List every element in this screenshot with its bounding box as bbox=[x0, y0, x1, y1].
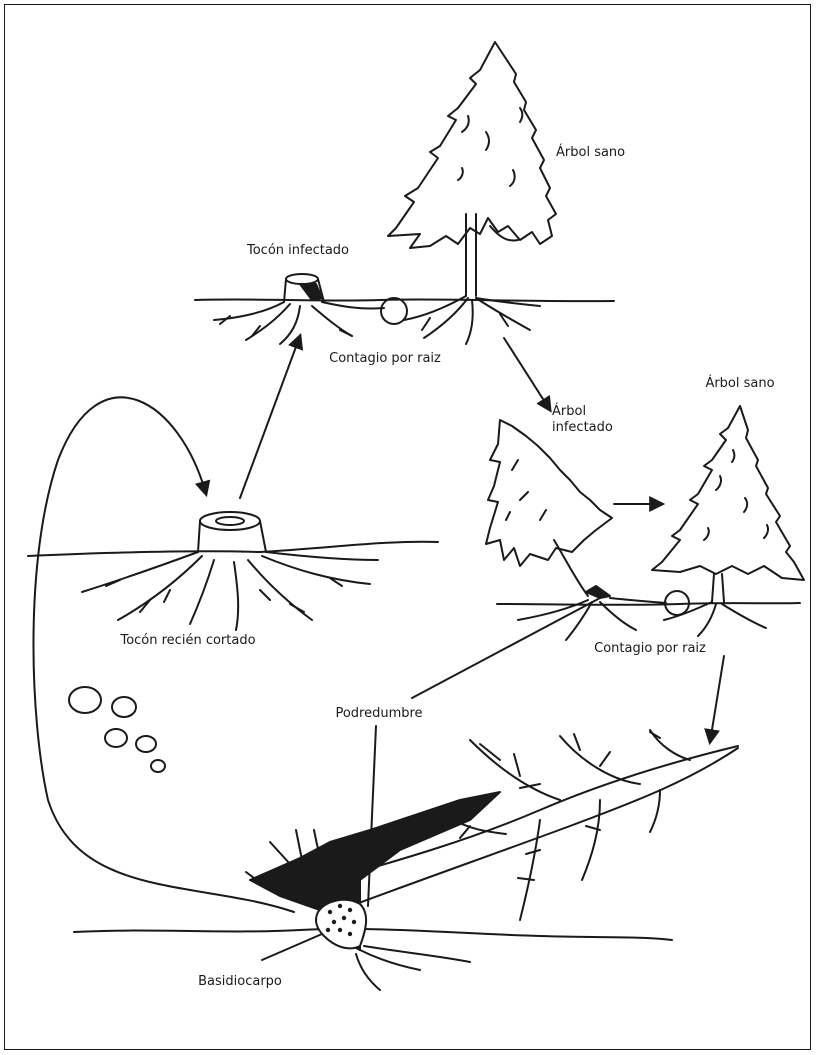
spore-dispersal-arrow bbox=[33, 397, 294, 912]
leader-basidiocarpo bbox=[262, 934, 322, 960]
ground-line-right bbox=[497, 603, 800, 605]
label-healthy-tree-top: Árbol sano bbox=[556, 145, 625, 161]
label-root-contagion-2: Contagio por raiz bbox=[594, 641, 706, 657]
label-rot: Podredumbre bbox=[335, 706, 422, 722]
leader-podredumbre-upper bbox=[412, 598, 600, 698]
healthy-tree-right bbox=[652, 406, 804, 636]
ground-line-left bbox=[28, 542, 438, 556]
spores bbox=[69, 687, 165, 772]
arrow-to-fallen-tree bbox=[710, 656, 724, 742]
healthy-tree-top-roots bbox=[404, 296, 540, 344]
arrow-healthy-to-infected bbox=[504, 338, 550, 410]
arrow-fresh-to-infected-stump bbox=[240, 336, 300, 498]
label-root-contagion-1: Contagio por raiz bbox=[329, 351, 441, 367]
label-fresh-stump: Tocón recién cortado bbox=[120, 633, 255, 649]
healthy-tree-top bbox=[388, 42, 556, 296]
root-contact-circle-1 bbox=[381, 298, 407, 324]
basidiocarp bbox=[316, 900, 470, 990]
ground-line-top bbox=[195, 299, 614, 301]
label-infected-stump: Tocón infectado bbox=[247, 243, 349, 259]
leader-podredumbre-lower bbox=[368, 726, 376, 906]
label-basidiocarp: Basidiocarpo bbox=[198, 974, 282, 990]
infected-tree bbox=[486, 420, 636, 640]
infected-stump-top bbox=[214, 274, 384, 344]
fresh-stump bbox=[82, 512, 378, 630]
label-healthy-tree-right: Árbol sano bbox=[705, 376, 774, 392]
ground-line-bottom bbox=[74, 929, 672, 940]
label-infected-tree: Árbol infectado bbox=[552, 404, 613, 436]
